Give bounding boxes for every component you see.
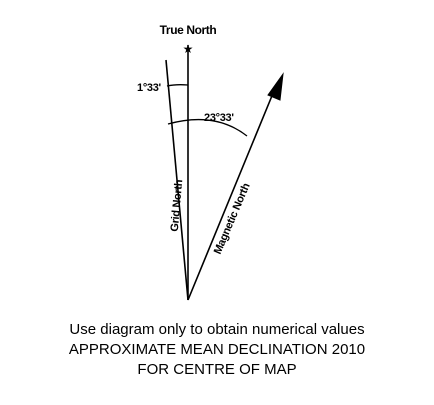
caption-line-3: FOR CENTRE OF MAP — [137, 361, 297, 378]
grid-north-label: Grid North — [169, 179, 186, 232]
true-north-label: True North — [160, 23, 217, 37]
grid-north-line — [165, 59, 189, 301]
grid-angle-label: 1°33' — [137, 82, 162, 94]
caption-line-2: APPROXIMATE MEAN DECLINATION 2010 — [68, 341, 366, 358]
arrowhead-icon — [267, 72, 284, 101]
caption-line-1: Use diagram only to obtain numerical val… — [69, 321, 365, 338]
magnetic-angle-label: 23°33' — [204, 112, 234, 124]
grid-declination-arc — [166, 84, 189, 87]
star-icon: ★ — [183, 42, 194, 56]
magnetic-declination-arc — [167, 118, 248, 137]
magnetic-north-line — [187, 85, 277, 301]
